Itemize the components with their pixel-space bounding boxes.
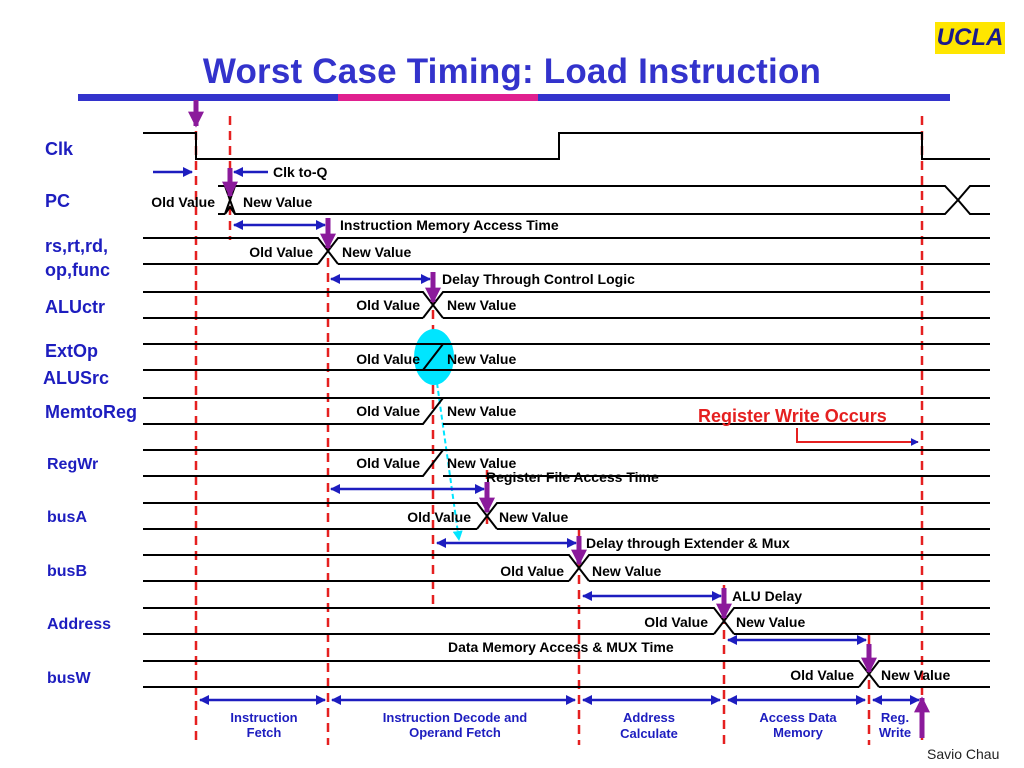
regfile-label: Register File Access Time bbox=[486, 469, 659, 485]
signal-address: Address bbox=[47, 616, 111, 633]
clk-to-q-label: Clk to-Q bbox=[273, 164, 328, 180]
regwr-old-value: Old Value bbox=[356, 455, 420, 471]
regwr-new-value: New Value bbox=[447, 455, 516, 471]
pc-wave-top bbox=[224, 185, 990, 202]
rs-old-value: Old Value bbox=[249, 244, 313, 260]
memtoreg-new-value: New Value bbox=[447, 403, 516, 419]
register-write-label: Register Write Occurs bbox=[698, 406, 887, 426]
memtoreg-old-value: Old Value bbox=[356, 403, 420, 419]
alu-label: ALU Delay bbox=[732, 588, 802, 604]
phase-1-line1: Instruction bbox=[230, 710, 297, 725]
aluctr-new-value: New Value bbox=[447, 297, 516, 313]
aluctr-wave-top bbox=[143, 291, 990, 319]
extender-label: Delay through Extender & Mux bbox=[586, 535, 790, 551]
extop-new-value: New Value bbox=[447, 351, 516, 367]
clk-wave bbox=[143, 132, 990, 160]
rs-new-value: New Value bbox=[342, 244, 411, 260]
page-title: Worst Case Timing: Load Instruction bbox=[202, 52, 822, 91]
busw-wave-top bbox=[143, 660, 990, 688]
phase-5-line2: Write bbox=[879, 725, 911, 740]
signal-rs-line1: rs,rt,rd, bbox=[45, 236, 108, 256]
signal-regwr: RegWr bbox=[47, 456, 98, 473]
dmem-label: Data Memory Access & MUX Time bbox=[448, 639, 674, 655]
timing-arrows bbox=[153, 167, 920, 705]
phase-2-line2: Operand Fetch bbox=[409, 725, 501, 740]
address-wave-top bbox=[143, 607, 990, 635]
extop-old-value: Old Value bbox=[356, 351, 420, 367]
author-credit: Savio Chau bbox=[927, 746, 1000, 762]
signal-clk: Clk bbox=[45, 139, 74, 159]
title-underline-mid bbox=[338, 94, 538, 101]
title-underline-left bbox=[78, 94, 338, 101]
signal-aluctr: ALUctr bbox=[45, 297, 105, 317]
phase-3-line2: Calculate bbox=[620, 726, 678, 741]
signal-extop: ExtOp bbox=[45, 341, 98, 361]
regwr-wave-bottom bbox=[143, 449, 444, 477]
signal-rs-line2: op,func bbox=[45, 260, 110, 280]
phase-4-line1: Access Data bbox=[759, 710, 837, 725]
busw-new-value: New Value bbox=[881, 667, 950, 683]
phase-4-line2: Memory bbox=[773, 725, 824, 740]
busw-old-value: Old Value bbox=[790, 667, 854, 683]
busb-new-value: New Value bbox=[592, 563, 661, 579]
address-old-value: Old Value bbox=[644, 614, 708, 630]
extop-transition bbox=[422, 343, 444, 371]
busa-new-value: New Value bbox=[499, 509, 568, 525]
imem-label: Instruction Memory Access Time bbox=[340, 217, 559, 233]
pc-new-value: New Value bbox=[243, 194, 312, 210]
pc-wave-cross bbox=[218, 185, 236, 215]
waveforms bbox=[143, 132, 990, 688]
register-write-arrow bbox=[796, 428, 919, 446]
phase-5-line1: Reg. bbox=[881, 710, 909, 725]
memtoreg-transition bbox=[143, 397, 444, 425]
busb-old-value: Old Value bbox=[500, 563, 564, 579]
phase-1-line2: Fetch bbox=[247, 725, 282, 740]
control-label: Delay Through Control Logic bbox=[442, 271, 635, 287]
aluctr-old-value: Old Value bbox=[356, 297, 420, 313]
busa-wave-top bbox=[143, 502, 990, 530]
address-new-value: New Value bbox=[736, 614, 805, 630]
pc-old-value: Old Value bbox=[151, 194, 215, 210]
phase-3-line1: Address bbox=[623, 710, 675, 725]
busb-wave-top bbox=[143, 554, 990, 582]
ucla-logo: UCLA bbox=[935, 22, 1005, 54]
pc-wave-bottom bbox=[224, 198, 990, 215]
phase-2-line1: Instruction Decode and bbox=[383, 710, 528, 725]
title-underline-right bbox=[538, 94, 950, 101]
signal-alusrc: ALUSrc bbox=[43, 368, 109, 388]
rs-wave-top bbox=[143, 237, 990, 265]
signal-busa: busA bbox=[47, 509, 87, 526]
highlight-pointer bbox=[436, 382, 463, 541]
event-markers bbox=[187, 100, 931, 738]
signal-busw: busW bbox=[47, 670, 91, 687]
busa-old-value: Old Value bbox=[407, 509, 471, 525]
signal-memtoreg: MemtoReg bbox=[45, 402, 137, 422]
signal-busb: busB bbox=[47, 563, 87, 580]
signal-pc: PC bbox=[45, 191, 70, 211]
